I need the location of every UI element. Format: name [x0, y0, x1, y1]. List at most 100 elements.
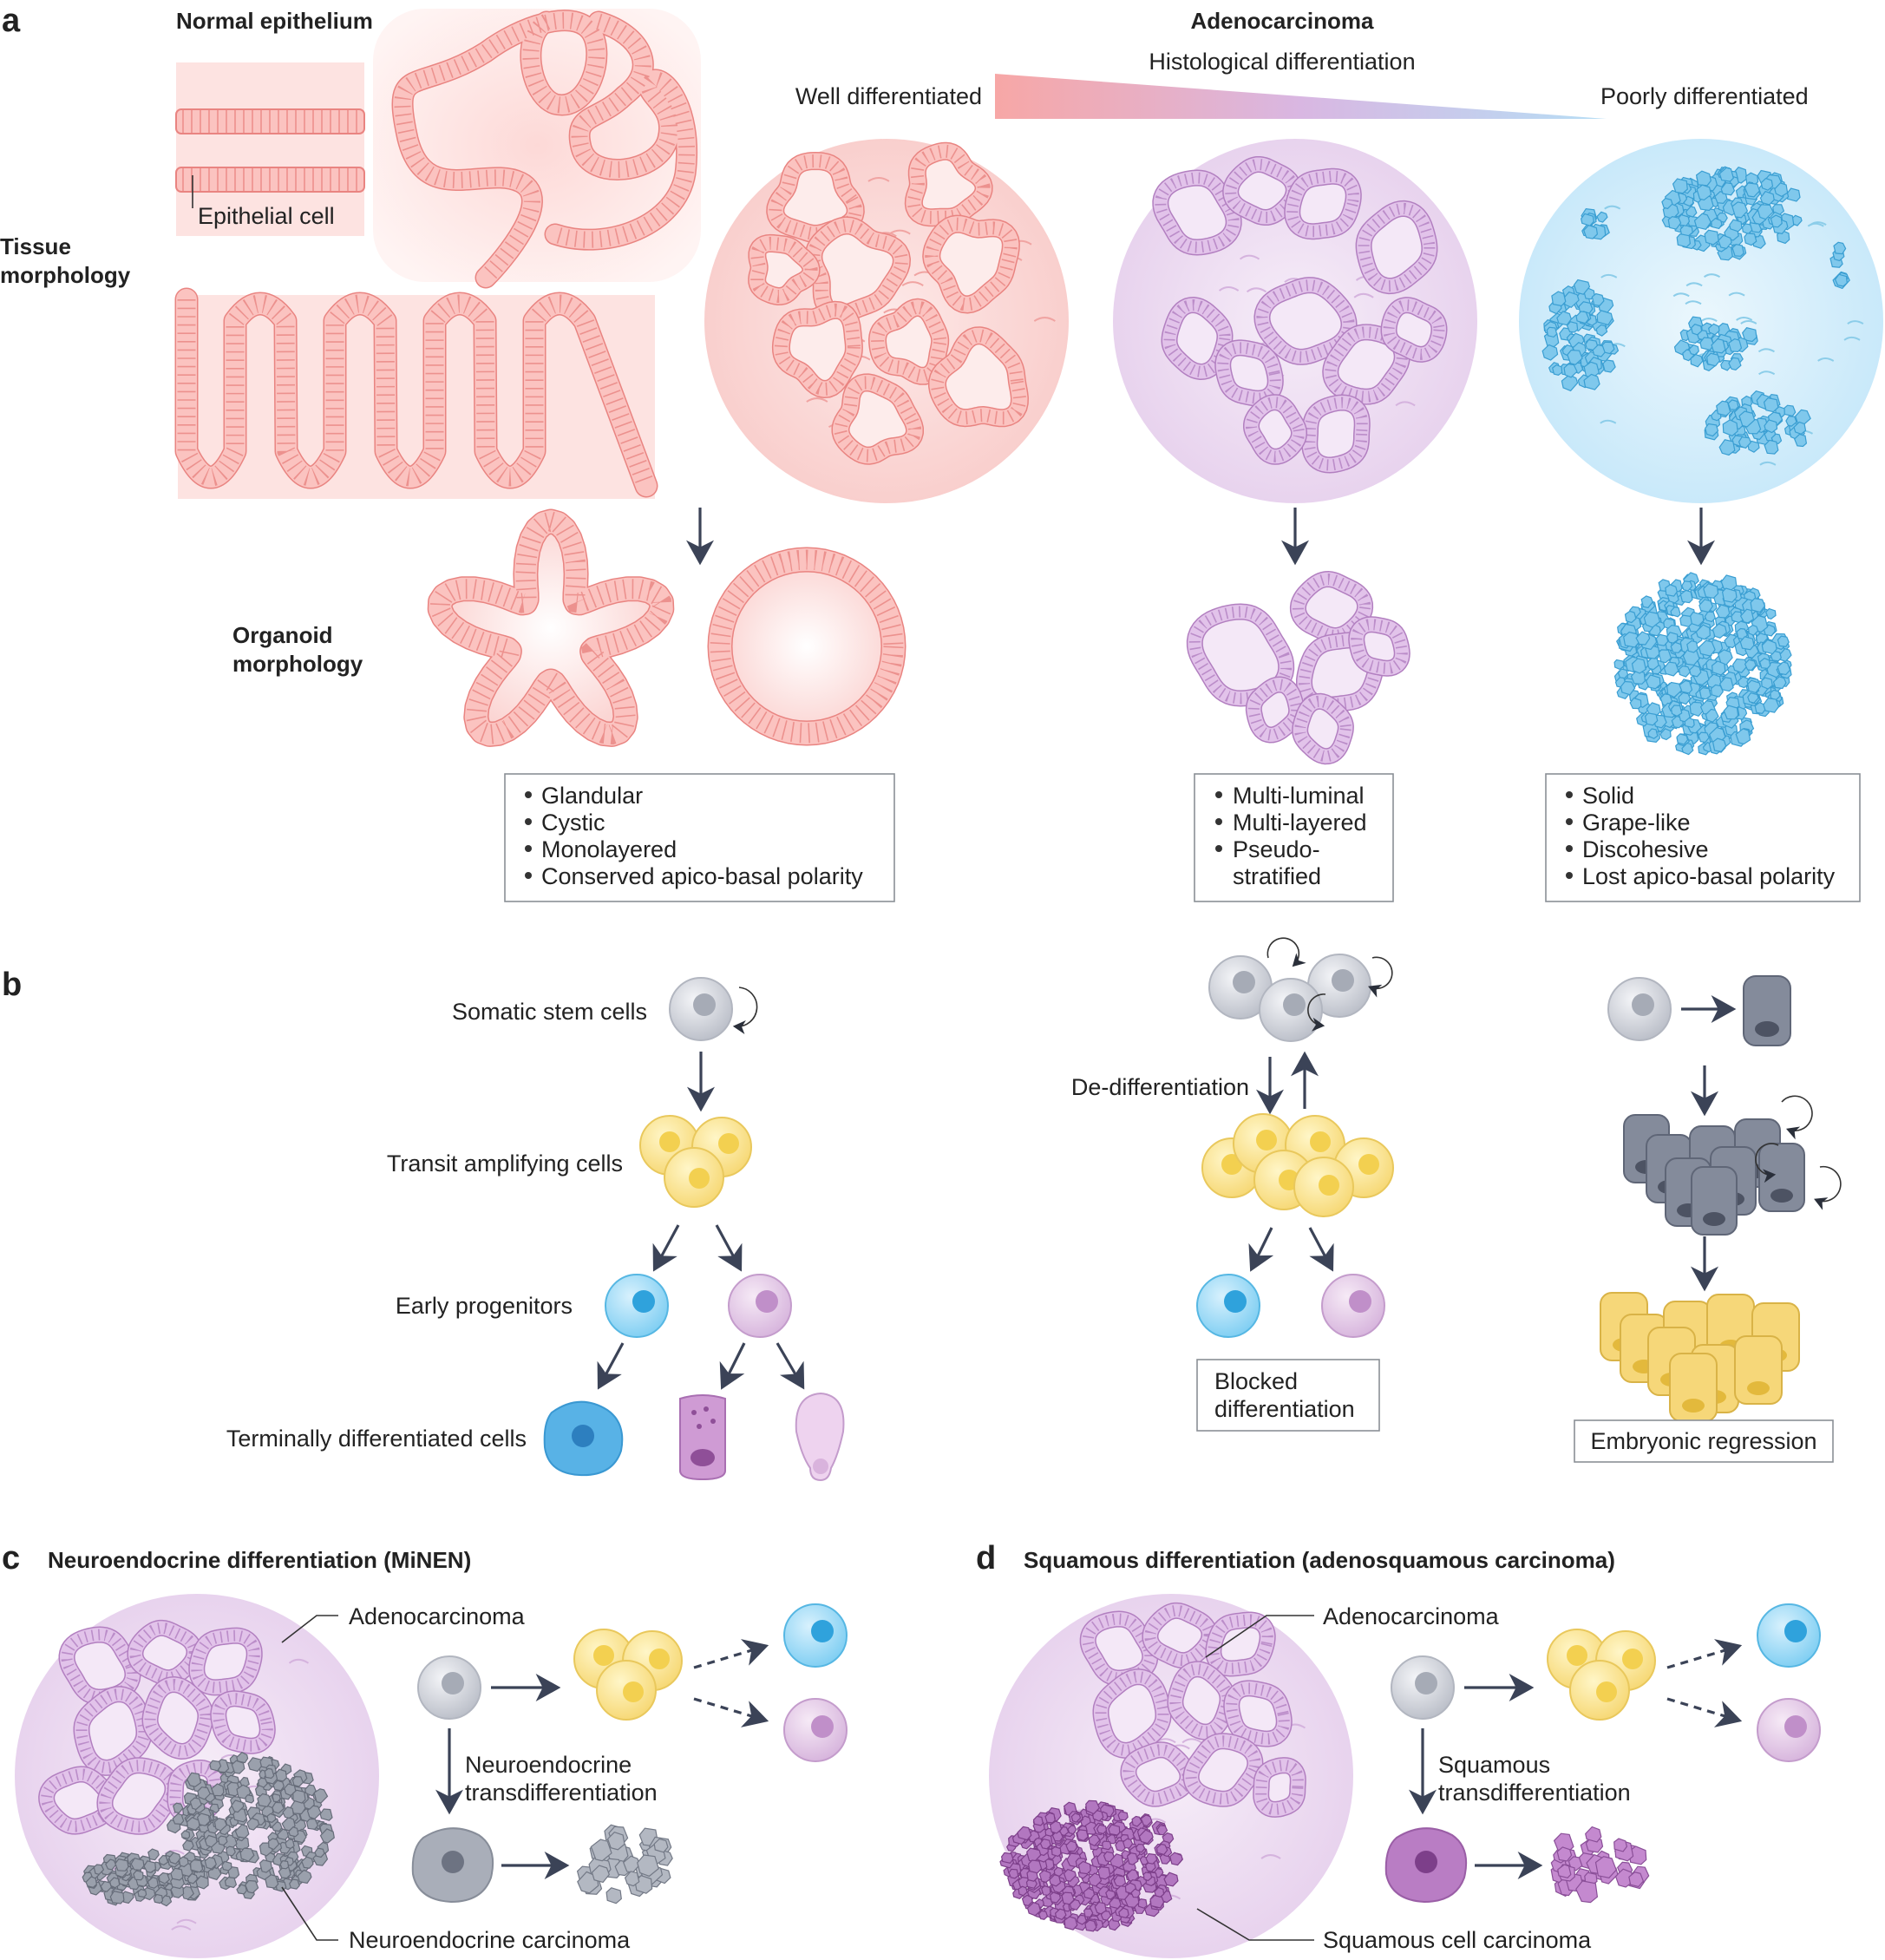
tumour-cell — [1620, 680, 1636, 696]
neuroendocrine-tumour-cell — [147, 1848, 160, 1861]
tumour-cell — [1728, 357, 1742, 370]
squamous-tumour-cell — [1049, 1874, 1062, 1887]
stroma-fiber — [1604, 205, 1621, 210]
gland-body — [1162, 298, 1232, 379]
tumour-cell — [1708, 323, 1720, 336]
stroma-fiber — [1353, 292, 1374, 298]
squamous-tumour-cell — [1108, 1824, 1121, 1836]
squamous-tumour-cell — [1137, 1898, 1148, 1909]
tumour-cell — [1640, 595, 1653, 609]
tumour-cell — [1711, 218, 1723, 230]
squamous-cluster-cell — [1585, 1826, 1602, 1843]
granule — [704, 1406, 709, 1412]
neuroendocrine-tumour-cell — [213, 1818, 228, 1832]
squamous-tumour-cell — [1063, 1868, 1077, 1882]
cell-nucleus — [811, 1715, 834, 1738]
tumour-cell — [1738, 676, 1750, 689]
squamous-tumour-cell — [1169, 1852, 1183, 1866]
normal-epithelium-title: Normal epithelium — [176, 8, 373, 34]
tumour-cell — [1695, 170, 1712, 187]
stroma-fiber — [1843, 336, 1861, 341]
tumour-cell — [1647, 728, 1659, 739]
grey-columnar-cell — [1758, 1143, 1805, 1212]
neuroendocrine-tumour-cell — [258, 1777, 268, 1788]
neuroendocrine-tumour-cell — [130, 1858, 145, 1871]
neuroendocrine-tumour-cell — [301, 1856, 314, 1869]
tumour-cell — [1689, 701, 1705, 718]
gland-body — [39, 1767, 117, 1834]
tumour-cell — [1731, 201, 1749, 219]
gland-body — [749, 235, 820, 305]
gland-cell-borders — [191, 1629, 260, 1694]
tumour-cell — [1721, 587, 1738, 603]
stroma-fiber — [1260, 1854, 1281, 1859]
squamous-transdifferentiation-label-1: Squamous — [1438, 1752, 1550, 1778]
neuroendocrine-tumour-cell — [93, 1864, 105, 1875]
neuroendocrine-tumour-cell — [85, 1876, 98, 1888]
neuroendocrine-tumour-cell — [211, 1783, 225, 1797]
tumour-cell — [1689, 665, 1702, 678]
tumour-cell — [1777, 635, 1790, 647]
arrow-to-goblet-cell — [719, 1342, 746, 1390]
squamous-transit-cells — [1547, 1629, 1656, 1721]
embryonic-stem-cell — [1607, 977, 1672, 1041]
neuroendocrine-tumour-cell — [272, 1793, 281, 1803]
tumour-cell — [1567, 349, 1583, 365]
gland-body — [869, 299, 948, 384]
squamous-tumour-cell — [1118, 1907, 1129, 1918]
neuroendocrine-tumour-cell — [288, 1826, 299, 1838]
squamous-tumour-cell — [1140, 1814, 1153, 1827]
gland-cell-borders — [394, 12, 695, 284]
squamous-tumour-cell — [1149, 1894, 1165, 1909]
cell-nucleus — [756, 1290, 778, 1313]
yellow-cell-nucleus — [1622, 1649, 1643, 1669]
tumour-cell — [1712, 623, 1727, 639]
tumour-cell — [1661, 197, 1673, 210]
terminal-flat-cell — [543, 1400, 624, 1477]
tumour-cell — [1693, 213, 1712, 230]
tumour-cell — [1698, 599, 1713, 613]
stroma-fiber — [1703, 273, 1721, 279]
cell-nucleus — [572, 1425, 594, 1447]
solid-organoid — [1613, 572, 1792, 756]
tumour-cell — [1747, 692, 1759, 704]
stroma-fiber — [867, 176, 890, 182]
panel-b: b Somatic stem cells Transit amplifying … — [2, 937, 1842, 1482]
transit-amplifying-cells-label: Transit amplifying cells — [387, 1150, 623, 1177]
neuroendocrine-tumour-cell — [279, 1859, 290, 1870]
gland-cell-borders — [925, 217, 1018, 311]
stroma-fiber — [1685, 300, 1702, 305]
neuroendocrine-cluster-cell — [606, 1832, 625, 1851]
squamous-tumour-cell — [1083, 1908, 1094, 1918]
squamous-tumour-cell — [1049, 1820, 1063, 1834]
neuroendocrine-cluster-cell — [653, 1838, 669, 1853]
gland-body — [1224, 1681, 1292, 1747]
squamous-tumour-cell — [1092, 1810, 1104, 1822]
neuroendocrine-tumour-cell — [292, 1789, 306, 1804]
neuroendocrine-tumour-cell — [187, 1872, 199, 1885]
neuroendocrine-tumour-cell — [170, 1867, 184, 1881]
arrow-to-flask-cell — [776, 1342, 805, 1390]
yellow-columnar-cell-nucleus — [1747, 1381, 1770, 1395]
tumour-cell — [1556, 311, 1572, 326]
early-progenitors-label: Early progenitors — [396, 1293, 573, 1319]
cell-nucleus — [813, 1459, 828, 1474]
squamous-tumour-cell — [1000, 1852, 1014, 1864]
tumour-cell — [1759, 190, 1775, 206]
squamous-cluster-cell — [1575, 1880, 1599, 1904]
stroma-fiber — [1672, 292, 1690, 298]
feature-monolayered: Monolayered — [541, 836, 677, 862]
squamous-tumour-cell — [1065, 1840, 1078, 1852]
organoid-morphology-label-1: Organoid — [232, 622, 333, 648]
histological-differentiation-label: Histological differentiation — [1149, 49, 1415, 75]
epithelial-cell-rows — [175, 108, 365, 193]
tumour-cell — [1551, 291, 1567, 307]
stroma-fiber — [1685, 282, 1703, 287]
yellow-cell-nucleus — [718, 1133, 739, 1154]
stroma-fiber — [1740, 320, 1757, 324]
squamous-tumour-cell — [1039, 1838, 1051, 1850]
tumour-cell — [1644, 712, 1659, 726]
squamous-tumour-cell — [1163, 1872, 1179, 1887]
stroma-fiber — [1246, 287, 1267, 293]
embryonic-regression-label: Embryonic regression — [1590, 1428, 1816, 1454]
